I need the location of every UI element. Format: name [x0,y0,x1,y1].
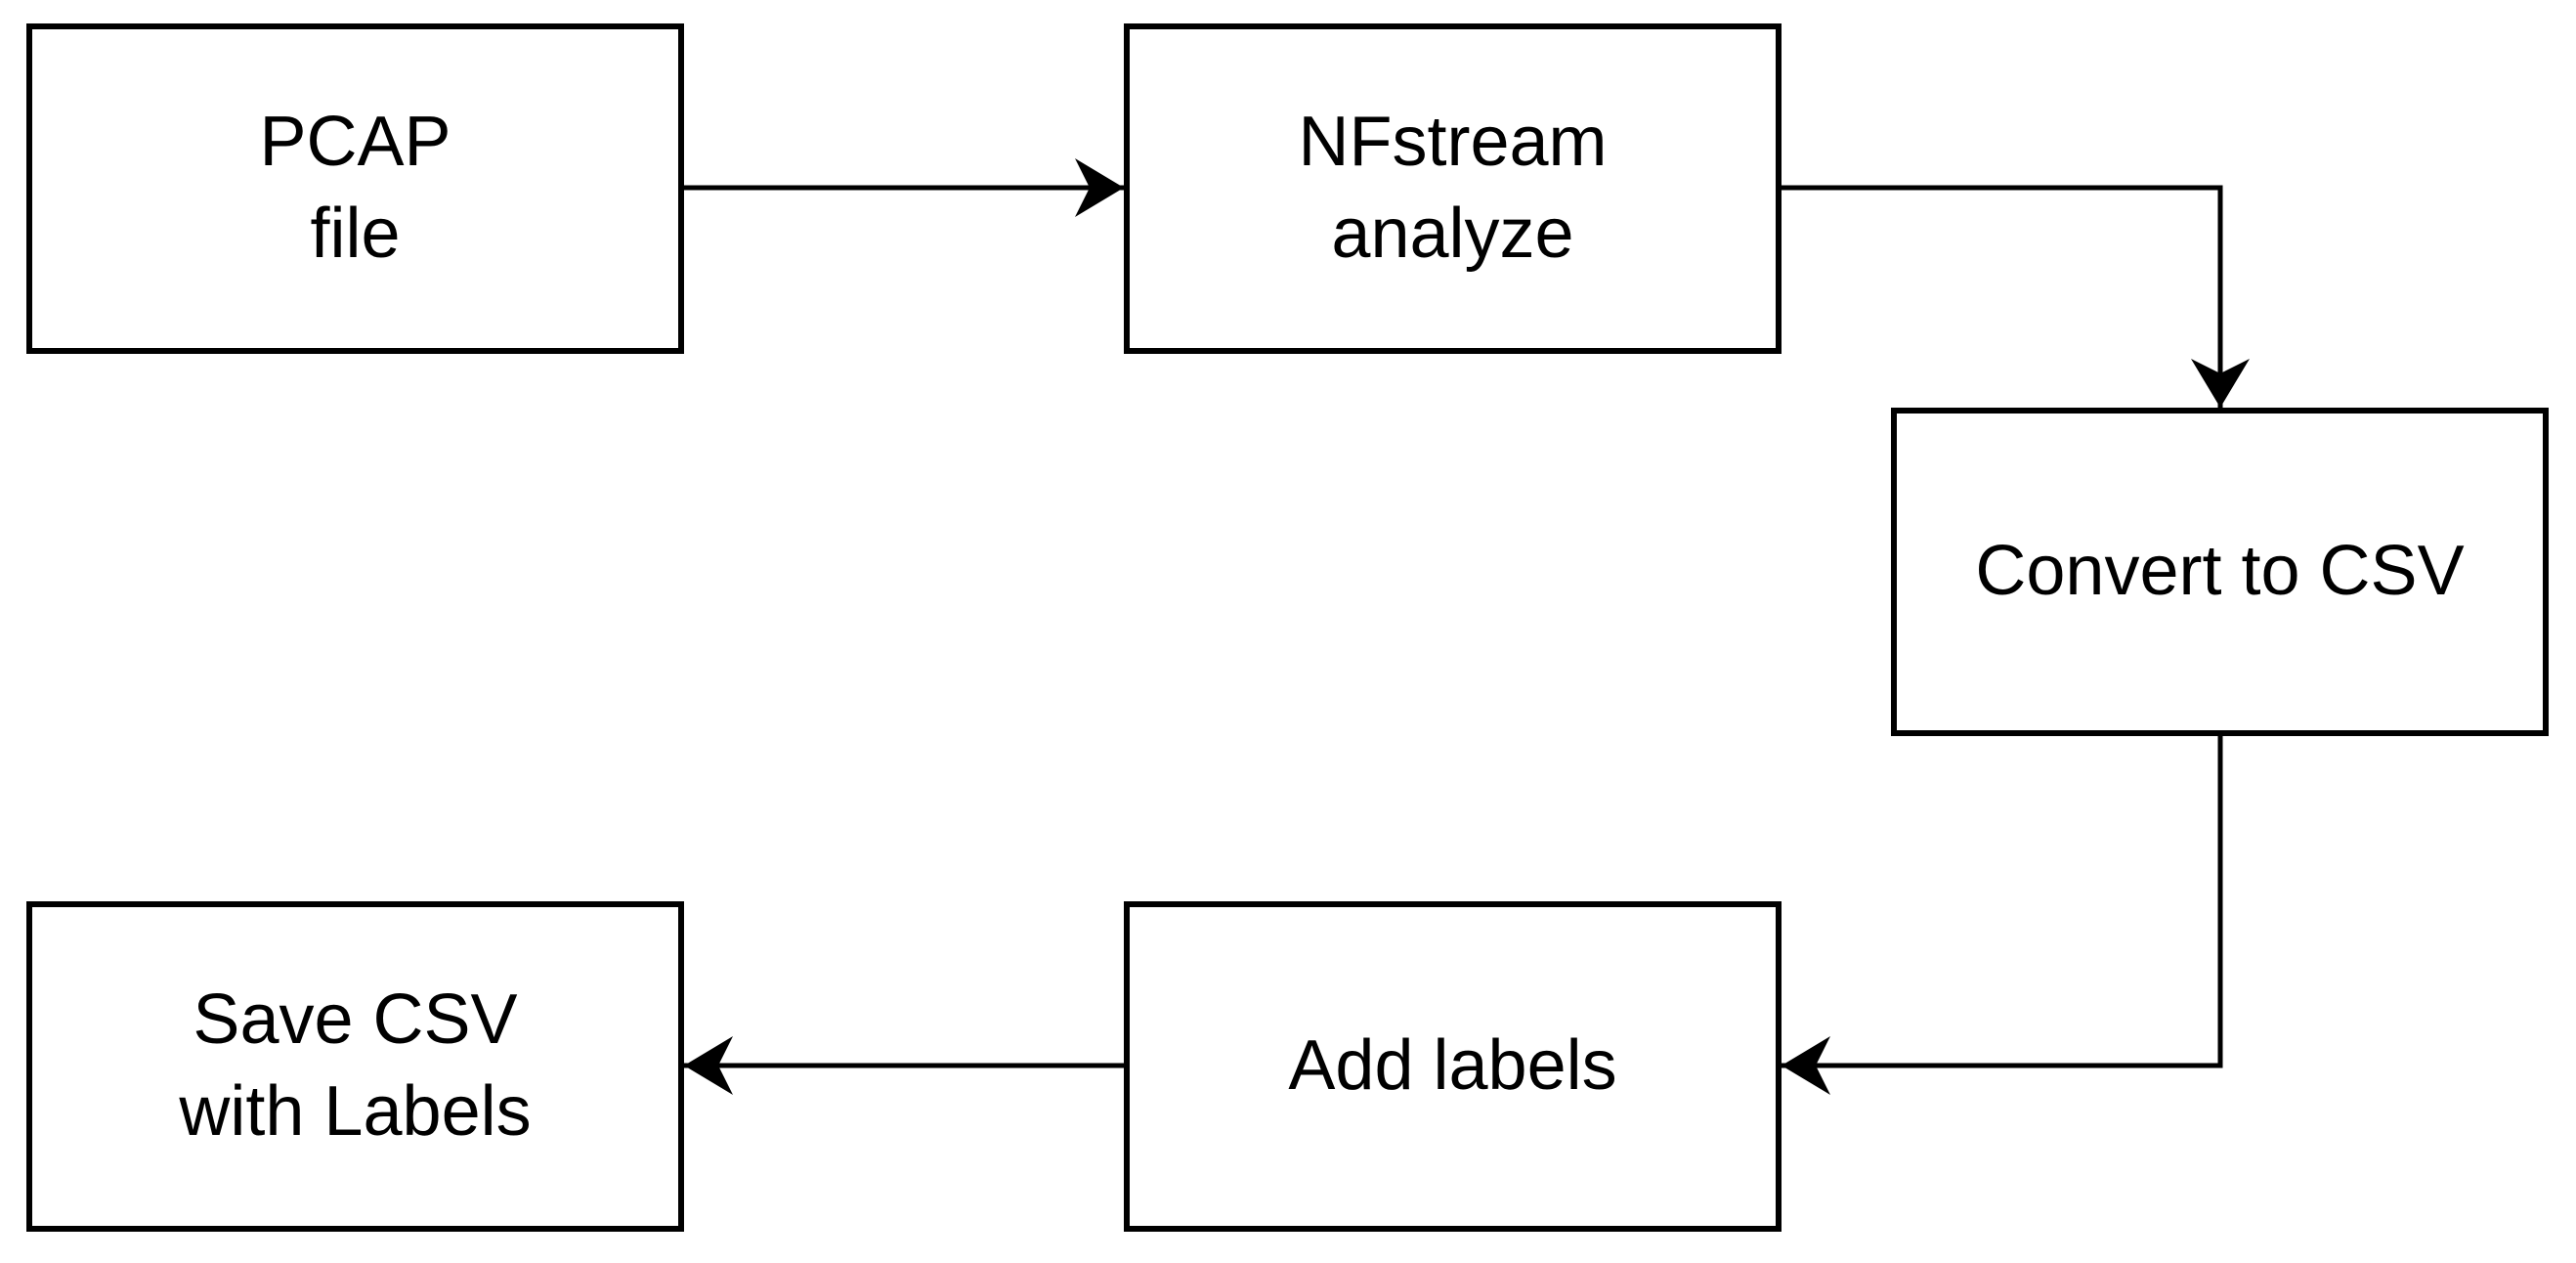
node-add-labels-label: Add labels [1288,1026,1617,1106]
node-convert-to-csv-label: Convert to CSV [1975,532,2465,611]
edge-nfstream-to-convert [1782,185,2250,408]
node-nfstream-analyze: NFstream analyze [1124,23,1782,354]
node-convert-to-csv: Convert to CSV [1891,408,2549,736]
node-save-csv-with-labels: Save CSV with Labels [26,901,684,1232]
node-add-labels: Add labels [1124,901,1782,1232]
node-pcap-file-label: PCAP file [259,103,451,273]
edge-convert-to-addlabels [1782,736,2223,1095]
node-save-csv-with-labels-label: Save CSV with Labels [179,980,532,1151]
node-pcap-file: PCAP file [26,23,684,354]
node-nfstream-analyze-label: NFstream analyze [1298,103,1608,273]
